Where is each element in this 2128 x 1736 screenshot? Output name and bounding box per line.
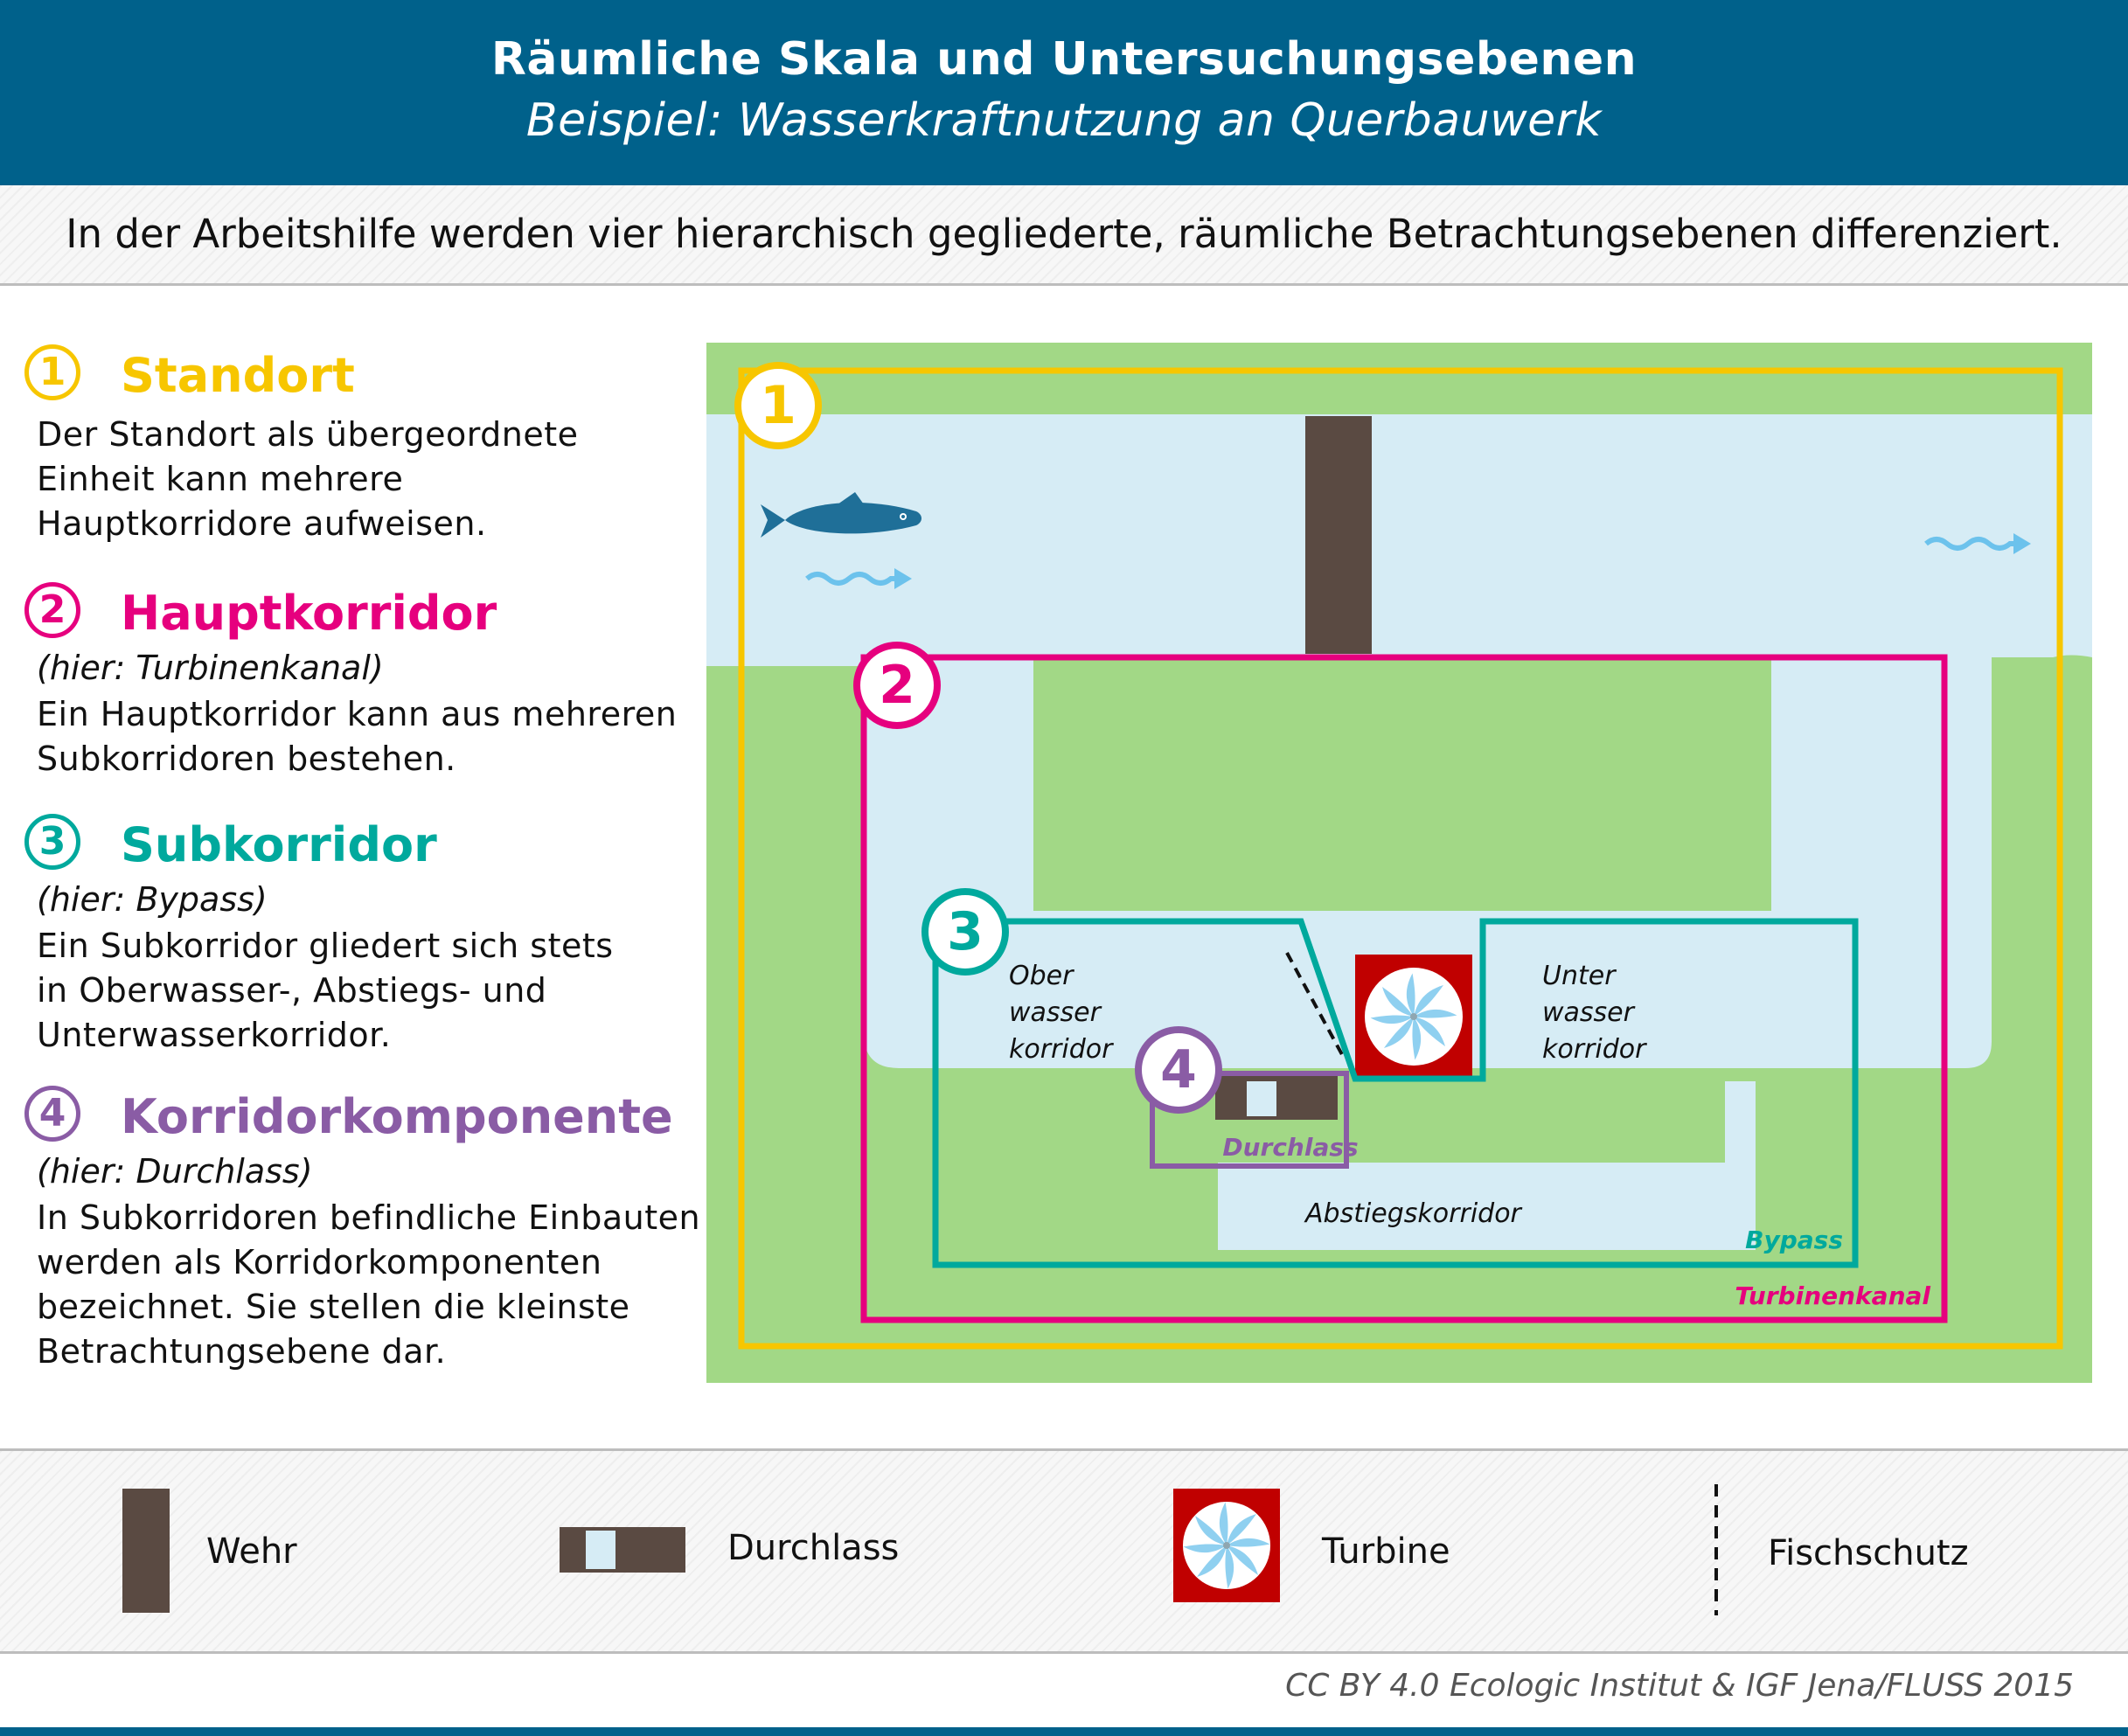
legend-turbine-icon [1173,1489,1280,1602]
desc-line: In Subkorridoren befindliche Einbauten [37,1198,701,1237]
desc-line: Unterwasserkorridor. [37,1016,392,1054]
legend: Wehr Durchlass Turbine Fischschutz [0,1448,2128,1654]
island-upper [1033,657,1771,911]
legend-wehr-label: Wehr [206,1531,297,1572]
badge-3: 3 [921,888,1009,976]
level-number-badge: 2 [24,582,80,638]
desc-line: in Oberwasser-, Abstiegs- und [37,971,547,1010]
label-oberwasser-2: wasser [1009,997,1102,1028]
badge-1: 1 [734,362,822,449]
label-bypass: Bypass [1745,1226,1843,1254]
level-number-badge: 3 [24,814,80,870]
flow-arrow-left [805,568,912,589]
desc-line: Ein Subkorridor gliedert sich stets [37,927,614,965]
label-turbinenkanal: Turbinenkanal [1735,1281,1930,1310]
flow-arrow-right [1924,533,2031,554]
label-unterwasser-1: Unter [1542,961,1617,991]
bottom-bar [0,1727,2128,1736]
svg-text:1: 1 [760,375,796,436]
desc-line: Hauptkorridore aufweisen. [37,504,487,543]
desc-line: bezeichnet. Sie stellen die kleinste [37,1288,630,1326]
page-title: Räumliche Skala und Untersuchungsebenen [490,33,1638,86]
label-durchlass: Durchlass [1222,1133,1358,1162]
header-bar: Räumliche Skala und Untersuchungsebenen … [0,0,2128,185]
level-subtitle: (hier: Bypass) [37,880,268,919]
level-description: Ein Hauptkorridor kann aus mehreren Subk… [37,692,727,781]
level-title: Subkorridor [121,817,437,872]
frame-hauptkorridor [860,654,1948,1323]
legend-durchlass-label: Durchlass [727,1528,900,1568]
fish-icon [761,492,921,538]
desc-line: Subkorridoren bestehen. [37,740,456,778]
legend-fischschutz-icon [1714,1484,1718,1615]
legend-turbine-label: Turbine [1322,1531,1450,1572]
footer-credit: CC BY 4.0 Ecologic Institut & IGF Jena/F… [1285,1668,2074,1704]
frame-standort [738,367,2063,1350]
fischschutz-line [1285,952,1346,1060]
level-description: Der Standort als übergeordnete Einheit k… [37,413,727,546]
badge-2: 2 [853,642,941,729]
weir [1305,416,1372,654]
level-title: Hauptkorridor [121,586,497,641]
level-description: In Subkorridoren befindliche Einbauten w… [37,1196,727,1374]
page-subtitle: Beispiel: Wasserkraftnutzung an Querbauw… [525,94,1603,147]
intro-text: In der Arbeitshilfe werden vier hierarch… [0,185,2128,286]
label-oberwasser-3: korridor [1009,1034,1114,1065]
level-subtitle: (hier: Turbinenkanal) [37,649,384,687]
desc-line: Ein Hauptkorridor kann aus mehreren [37,695,678,733]
legend-wehr-icon [122,1489,170,1613]
abstieg-water [1218,1163,1725,1250]
desc-line: Der Standort als übergeordnete [37,415,579,454]
site-diagram: 1 2 3 4 Ober wasser korridor Unter wasse… [706,343,2092,1383]
level-number-badge: 4 [24,1086,80,1142]
desc-line: Betrachtungsebene dar. [37,1332,447,1371]
label-abstieg: Abstiegskorridor [1304,1198,1523,1229]
badge-4: 4 [1135,1026,1222,1114]
legend-fischschutz-label: Fischschutz [1768,1533,1969,1573]
svg-text:4: 4 [1160,1039,1197,1101]
legend-durchlass-icon [560,1527,685,1573]
level-description: Ein Subkorridor gliedert sich stets in O… [37,924,727,1058]
label-unterwasser-2: wasser [1542,997,1636,1028]
svg-text:2: 2 [879,655,915,716]
river-water [706,414,2092,666]
level-number-badge: 1 [24,344,80,400]
level-title: Korridorkomponente [121,1089,673,1144]
desc-line: werden als Korridorkomponenten [37,1243,602,1281]
desc-line: Einheit kann mehrere [37,460,404,498]
label-oberwasser-1: Ober [1009,961,1074,991]
frame-korridorkomponente [1150,1071,1349,1169]
level-subtitle: (hier: Durchlass) [37,1152,313,1191]
frame-subkorridor [932,918,1859,1268]
land-lower-right [1756,1081,2092,1383]
label-unterwasser-3: korridor [1542,1034,1647,1065]
level-title: Standort [121,348,355,403]
svg-text:3: 3 [947,901,984,962]
